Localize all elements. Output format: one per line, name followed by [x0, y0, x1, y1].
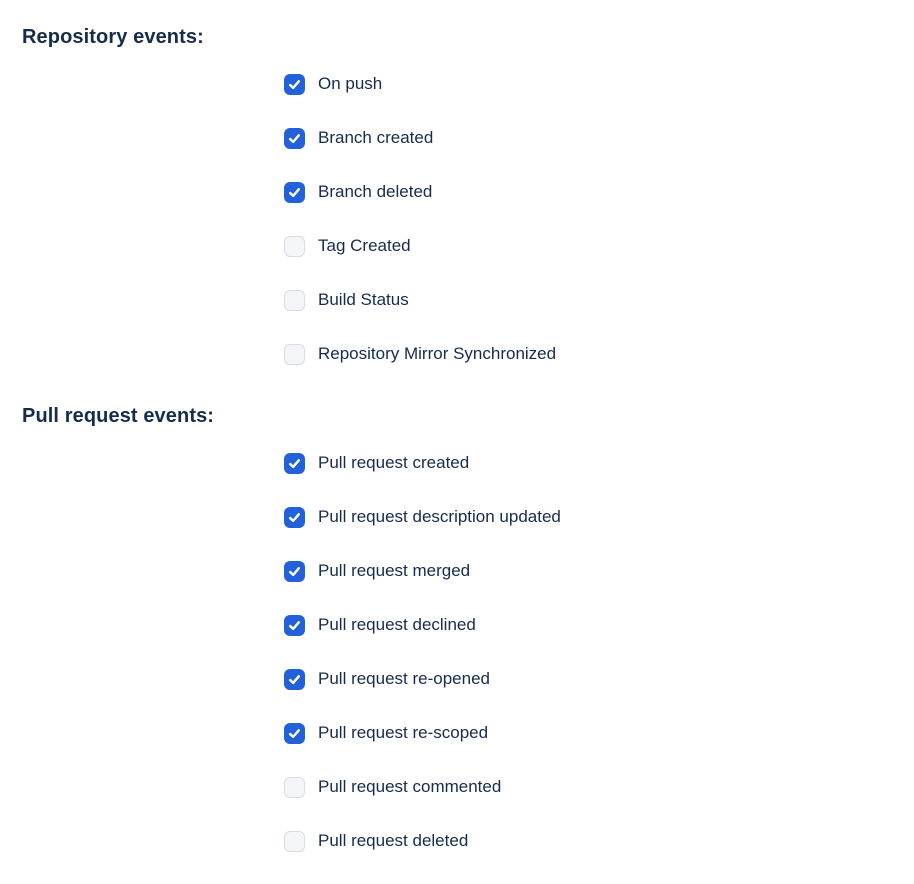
- section-heading: Repository events:: [22, 26, 204, 48]
- checkbox-label[interactable]: Pull request re-opened: [318, 669, 491, 688]
- event-section: Pull request events: Pull request create…: [0, 381, 914, 868]
- checkbox-label[interactable]: Pull request re-scoped: [318, 723, 489, 742]
- event-section: Repository events: On push Branch create…: [0, 0, 914, 381]
- checkbox-label[interactable]: Branch deleted: [318, 182, 433, 201]
- checkbox-row[interactable]: Repository Mirror Synchronized: [0, 327, 914, 381]
- checkbox-label[interactable]: Pull request deleted: [318, 831, 469, 850]
- checkbox-label[interactable]: Pull request description updated: [318, 507, 561, 526]
- checkbox-row[interactable]: Pull request re-scoped: [0, 706, 914, 760]
- checkbox-row[interactable]: Pull request merged: [0, 544, 914, 598]
- checkbox-label[interactable]: Pull request created: [318, 453, 470, 472]
- checkbox-row[interactable]: Pull request created: [0, 436, 914, 490]
- checkmark-icon: [288, 728, 301, 738]
- checkbox-row[interactable]: Pull request re-opened: [0, 652, 914, 706]
- checkbox[interactable]: [284, 235, 305, 257]
- checkbox[interactable]: [284, 73, 305, 95]
- checkbox[interactable]: [284, 289, 305, 311]
- checkmark-icon: [288, 458, 301, 468]
- checkbox[interactable]: [284, 722, 305, 744]
- checkbox-row[interactable]: On push: [0, 57, 914, 111]
- checkmark-icon: [288, 674, 301, 684]
- checkbox-row[interactable]: Pull request description updated: [0, 490, 914, 544]
- checkbox-label[interactable]: Tag Created: [318, 236, 411, 255]
- checkbox-row[interactable]: Pull request deleted: [0, 814, 914, 868]
- checkbox[interactable]: [284, 343, 305, 365]
- section-options: On push Branch created Branch deleted Ta…: [0, 57, 914, 381]
- checkbox-label[interactable]: Branch created: [318, 128, 434, 147]
- checkbox[interactable]: [284, 614, 305, 636]
- checkbox-row[interactable]: Build Status: [0, 273, 914, 327]
- checkbox-label[interactable]: Pull request merged: [318, 561, 471, 580]
- checkmark-icon: [288, 79, 301, 89]
- checkbox-row[interactable]: Pull request commented: [0, 760, 914, 814]
- checkbox-row[interactable]: Pull request declined: [0, 598, 914, 652]
- checkbox-row[interactable]: Branch deleted: [0, 165, 914, 219]
- checkmark-icon: [288, 620, 301, 630]
- checkbox-label[interactable]: Build Status: [318, 290, 409, 309]
- section-heading: Pull request events:: [22, 405, 215, 427]
- checkmark-icon: [288, 512, 301, 522]
- checkbox-label[interactable]: Repository Mirror Synchronized: [318, 344, 557, 363]
- checkmark-icon: [288, 187, 301, 197]
- checkbox[interactable]: [284, 560, 305, 582]
- checkbox[interactable]: [284, 127, 305, 149]
- checkbox-label[interactable]: On push: [318, 74, 383, 93]
- checkbox-row[interactable]: Tag Created: [0, 219, 914, 273]
- checkmark-icon: [288, 133, 301, 143]
- section-options: Pull request created Pull request descri…: [0, 436, 914, 868]
- checkbox-label[interactable]: Pull request commented: [318, 777, 502, 796]
- checkbox[interactable]: [284, 776, 305, 798]
- checkbox[interactable]: [284, 668, 305, 690]
- checkbox[interactable]: [284, 506, 305, 528]
- checkbox[interactable]: [284, 181, 305, 203]
- checkmark-icon: [288, 566, 301, 576]
- checkbox-label[interactable]: Pull request declined: [318, 615, 476, 634]
- checkbox[interactable]: [284, 830, 305, 852]
- checkbox[interactable]: [284, 452, 305, 474]
- checkbox-row[interactable]: Branch created: [0, 111, 914, 165]
